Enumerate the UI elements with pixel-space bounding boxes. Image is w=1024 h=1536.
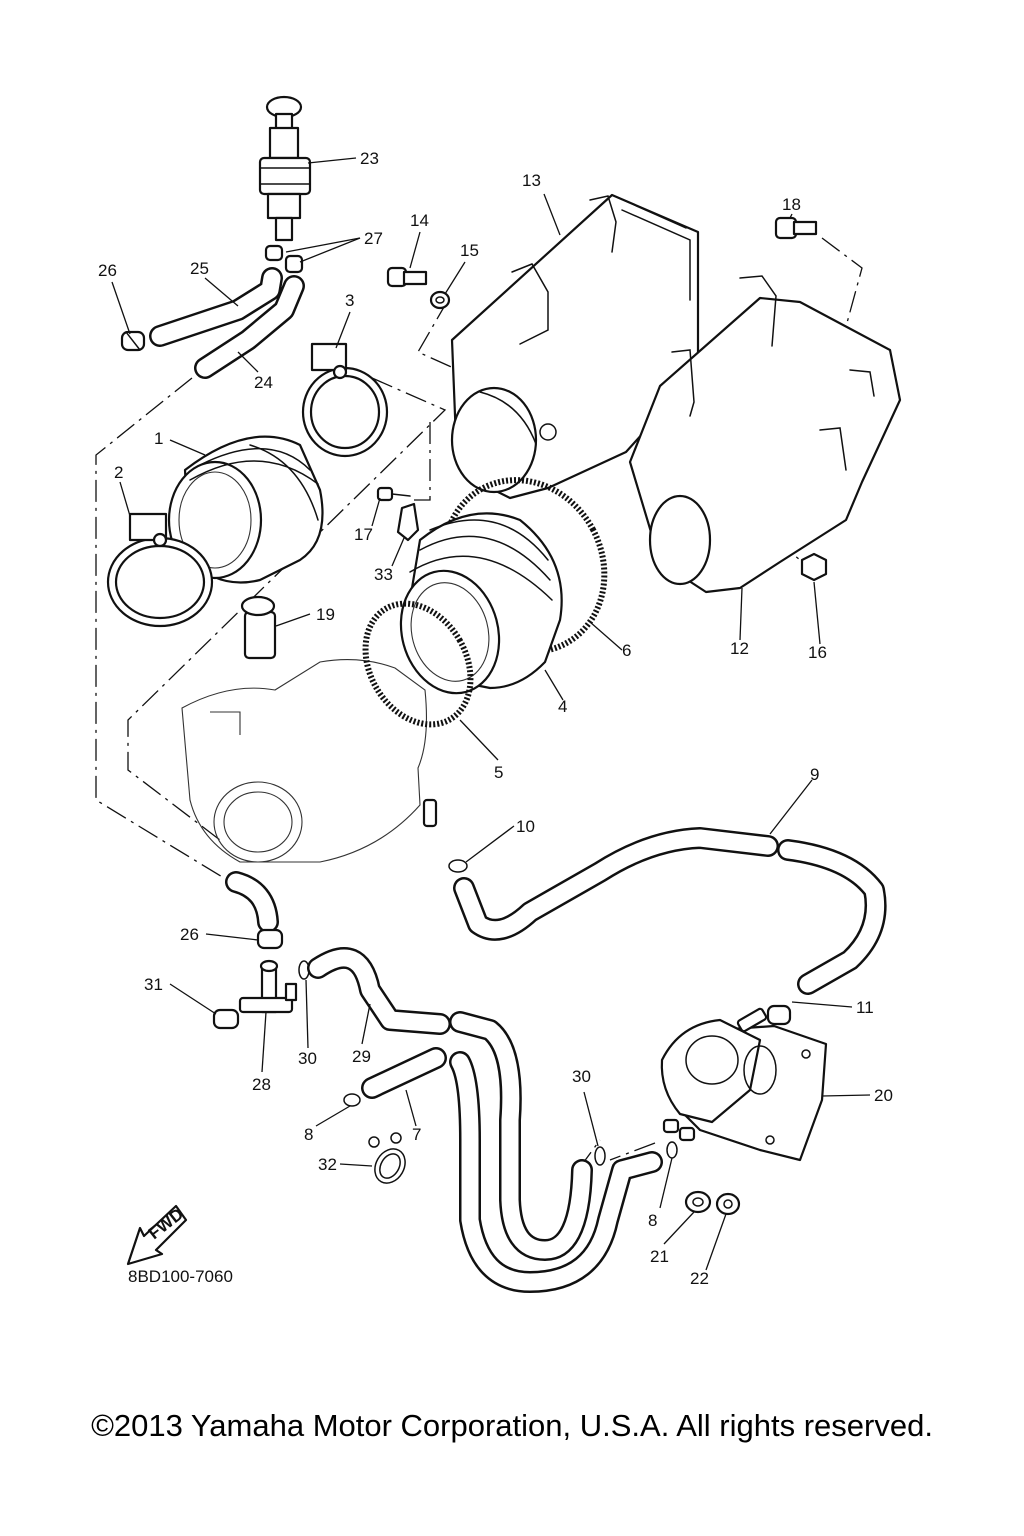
callout-11: 11: [856, 998, 874, 1017]
part-5-ring[interactable]: [344, 585, 491, 744]
fwd-direction-arrow: FWD: [126, 1204, 188, 1266]
copyright-notice: ©2013 Yamaha Motor Corporation, U.S.A. A…: [91, 1408, 933, 1443]
callout-24: 24: [254, 373, 273, 392]
leader-lines: [111, 157, 871, 1271]
part-32-wire-clip[interactable]: [368, 1132, 411, 1189]
part-2-clamp[interactable]: [106, 512, 214, 628]
callout-13: 13: [522, 171, 541, 190]
part-33-clip[interactable]: [396, 502, 420, 542]
callout-19: 19: [316, 605, 335, 624]
carburetor-ghost-outline: [181, 659, 438, 863]
callout-3: 3: [345, 291, 354, 310]
callout-22: 22: [690, 1269, 709, 1288]
part-13-air-box[interactable]: [450, 193, 700, 500]
callout-5: 5: [494, 763, 503, 782]
part-19-cap[interactable]: [240, 595, 277, 660]
part-17-screw[interactable]: [376, 486, 411, 502]
callout-32: 32: [318, 1155, 337, 1174]
callout-17: 17: [354, 525, 373, 544]
callout-8-left: 8: [304, 1125, 313, 1144]
part-7-hose[interactable]: [361, 1047, 663, 1293]
callout-26-lower: 26: [180, 925, 199, 944]
part-9-hose[interactable]: [453, 827, 887, 995]
callout-14: 14: [410, 211, 429, 230]
callout-8-right: 8: [648, 1211, 657, 1230]
part-26-hose-lower[interactable]: [225, 871, 284, 950]
callout-1: 1: [154, 429, 163, 448]
callout-16: 16: [808, 643, 827, 662]
part-16-nut[interactable]: [800, 552, 828, 582]
callout-28: 28: [252, 1075, 271, 1094]
part-15-washer[interactable]: [429, 290, 451, 310]
callout-27: 27: [364, 229, 383, 248]
part-26-clip-top[interactable]: [120, 330, 146, 352]
callout-2: 2: [114, 463, 123, 482]
part-28-tee-joint[interactable]: [238, 959, 298, 1014]
callout-29: 29: [352, 1047, 371, 1066]
callout-25: 25: [190, 259, 209, 278]
part-10-clip[interactable]: [448, 859, 468, 873]
callout-7: 7: [412, 1125, 421, 1144]
part-20-fuel-pump[interactable]: [660, 1007, 828, 1162]
callout-6: 6: [622, 641, 631, 660]
callout-30-left: 30: [298, 1049, 317, 1068]
part-21-grommet[interactable]: [684, 1190, 712, 1214]
diagram-code: 8BD100-7060: [128, 1267, 233, 1286]
callout-labels: 23 13 18 14 27 15 26 25 3 24 1 2 17 33 1…: [98, 149, 893, 1288]
callout-26-top: 26: [98, 261, 117, 280]
callout-20: 20: [874, 1086, 893, 1105]
part-22-collar[interactable]: [715, 1192, 741, 1216]
part-11-clip[interactable]: [766, 1004, 792, 1026]
part-29-hose[interactable]: [307, 947, 593, 1261]
part-27-clips[interactable]: [264, 244, 304, 274]
callout-31: 31: [144, 975, 163, 994]
callout-15: 15: [460, 241, 479, 260]
part-4-intake-boot[interactable]: [388, 512, 563, 704]
callout-10: 10: [516, 817, 535, 836]
part-24-hose[interactable]: [194, 275, 305, 379]
callout-12: 12: [730, 639, 749, 658]
part-25-hose[interactable]: [149, 267, 283, 347]
part-12-air-box-cover[interactable]: [628, 275, 902, 594]
callout-9: 9: [810, 765, 819, 784]
part-8-clip-right[interactable]: [666, 1141, 678, 1159]
callout-21: 21: [650, 1247, 669, 1266]
part-8-clip-left[interactable]: [343, 1093, 361, 1107]
part-30-clip-right[interactable]: [594, 1146, 606, 1166]
part-3-clamp[interactable]: [301, 342, 389, 458]
callout-18: 18: [782, 195, 801, 214]
part-31-clip[interactable]: [212, 1008, 240, 1030]
callout-4: 4: [558, 697, 567, 716]
part-14-bolt[interactable]: [386, 266, 428, 288]
callout-30-right: 30: [572, 1067, 591, 1086]
part-23-starter-plunger[interactable]: [258, 95, 312, 242]
part-18-bolt[interactable]: [774, 216, 818, 240]
callout-23: 23: [360, 149, 379, 168]
callout-33: 33: [374, 565, 393, 584]
